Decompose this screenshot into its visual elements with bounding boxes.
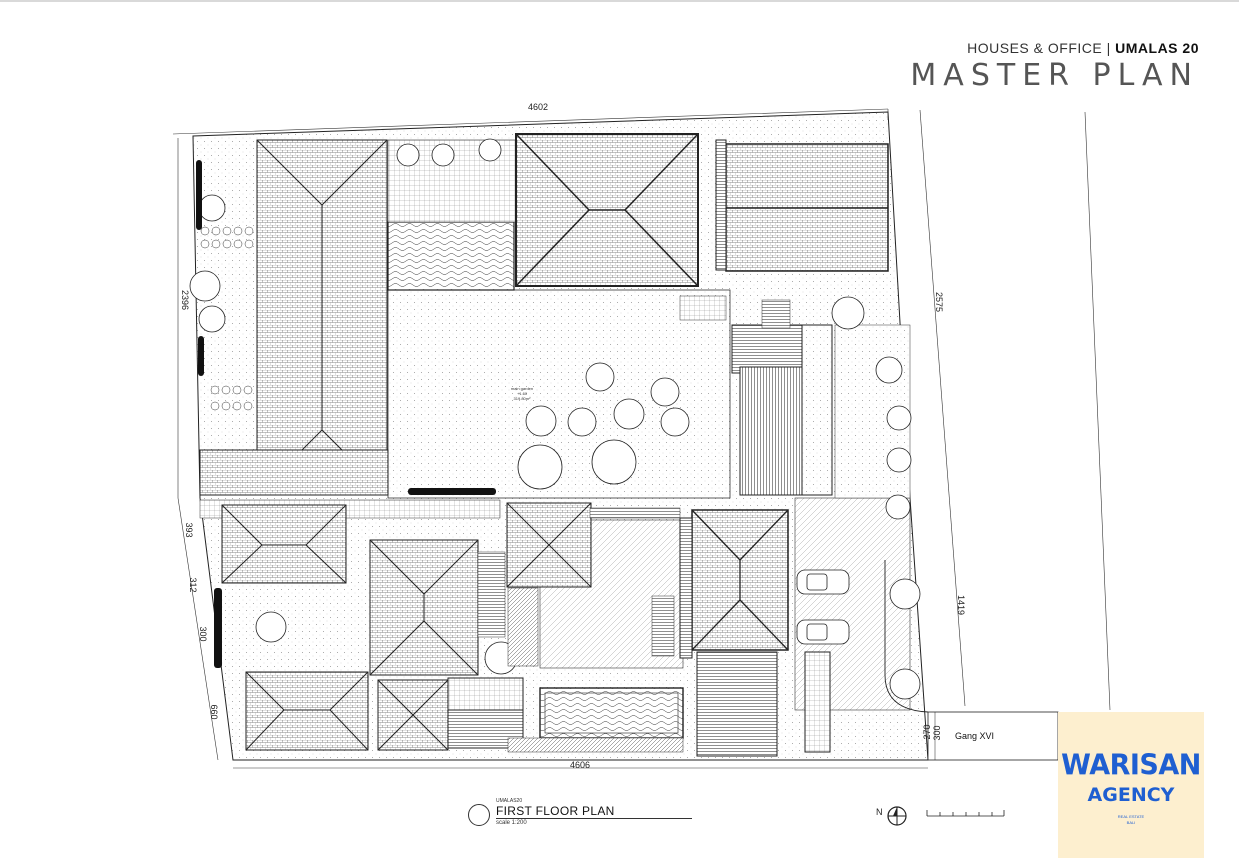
header-subtitle: HOUSES & OFFICE | UMALAS 20 [967, 40, 1199, 56]
dim-bottom: 4606 [570, 760, 590, 770]
scale-bar [926, 810, 1005, 817]
hedges [196, 160, 496, 668]
header-subtitle-prefix: HOUSES & OFFICE | [967, 40, 1111, 56]
dim-left-2: 393 [184, 522, 194, 537]
parked-cars [796, 569, 850, 645]
logo-line-2: AGENCY [1087, 784, 1175, 806]
roofs [199, 133, 889, 757]
logo-line-3: REAL ESTATE [1117, 814, 1145, 819]
plan-title-underline [496, 818, 692, 819]
dim-left-1: 2396 [180, 290, 190, 310]
plan-title: FIRST FLOOR PLAN [496, 804, 615, 818]
header-project-name: UMALAS 20 [1115, 40, 1199, 56]
plan-title-block: UMALAS20 FIRST FLOOR PLAN scale 1:200 [468, 796, 698, 830]
warisan-agency-logo: WARISAN AGENCY REAL ESTATE BALI [1058, 712, 1204, 858]
stairs [477, 295, 791, 753]
pool-north [387, 221, 515, 291]
dim-right-3: 300 [932, 725, 942, 740]
plan-project-code: UMALAS20 [496, 798, 523, 804]
planters [200, 226, 254, 411]
top-border [0, 0, 1239, 2]
logo-line-4: BALI [1126, 820, 1136, 825]
page-title: MASTER PLAN [910, 58, 1199, 93]
dim-left-3: 312 [188, 577, 198, 592]
garden-area: 319.80m² [514, 396, 532, 401]
logo-line-1: WARISAN [1061, 749, 1201, 782]
road-gang-xvi [927, 711, 1059, 761]
north-arrow-icon [887, 806, 907, 826]
plan-title-circle [468, 804, 490, 826]
pool-south [539, 687, 684, 739]
road-label: Gang XVI [955, 731, 995, 741]
dim-right-1: 2575 [934, 292, 944, 312]
dim-top: 4602 [528, 102, 548, 112]
dim-left-5: 660 [209, 704, 219, 719]
dim-left-4: 300 [198, 626, 208, 641]
garden-level: +1.60 [517, 391, 528, 396]
garden-label: main garden [511, 386, 533, 391]
north-label: N [876, 807, 883, 817]
dim-right-2: 1419 [956, 595, 966, 615]
plan-scale: scale 1:200 [496, 820, 527, 826]
dim-right-4: 270 [922, 724, 932, 739]
